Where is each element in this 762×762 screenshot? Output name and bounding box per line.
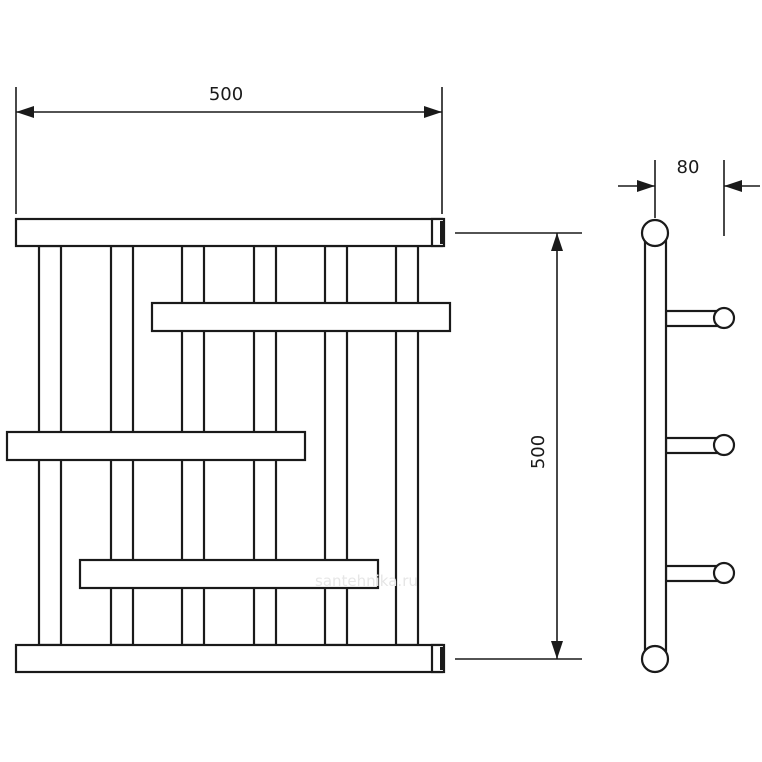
- top-collector: [14, 217, 446, 248]
- front-view: santehnika.ru 500 500: [5, 84, 582, 674]
- height-dimension: 500: [455, 232, 582, 660]
- bottom-cap: [640, 644, 670, 674]
- side-post: [643, 231, 668, 661]
- shelf-2: [5, 430, 307, 462]
- shelf-1: [150, 301, 452, 333]
- hook-1: [664, 306, 736, 330]
- top-cap: [640, 218, 670, 248]
- hook-2: [664, 433, 736, 457]
- height-label: 500: [528, 435, 549, 469]
- width-label: 500: [209, 84, 243, 105]
- side-view: 80: [618, 157, 760, 674]
- shelf-3: [78, 558, 380, 590]
- watermark: santehnika.ru: [315, 572, 418, 590]
- depth-dimension: 80: [618, 157, 760, 236]
- width-dimension: 500: [15, 84, 443, 214]
- bottom-collector: [14, 643, 446, 674]
- hook-3: [664, 561, 736, 585]
- depth-label: 80: [677, 157, 700, 178]
